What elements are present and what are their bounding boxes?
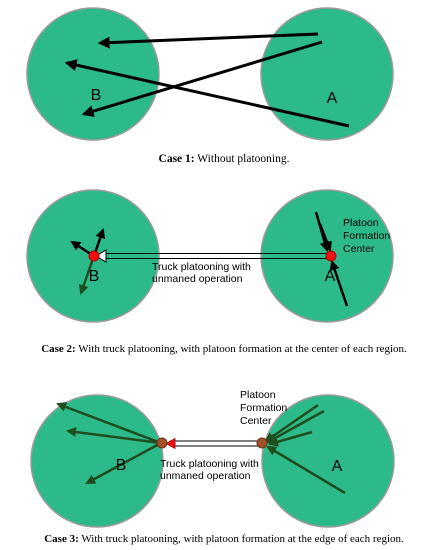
case3-diagram: B A Platoon Formation Center Truck plato… xyxy=(30,389,395,528)
case2-label-b: B xyxy=(89,268,100,285)
case2-diagram: B A Platoon Formation Center Truck plato… xyxy=(26,189,394,323)
case1-caption-title: Case 1: xyxy=(158,153,195,165)
case2-outbound-arrow xyxy=(78,255,96,295)
case3-outbound-arrow xyxy=(56,402,162,445)
case2-caption-text: With truck platooning, with platoon form… xyxy=(75,343,407,355)
case1-route-arrow xyxy=(81,40,323,117)
case3-edge-node-b xyxy=(156,437,168,449)
case3-caption-text: With truck platooning, with platoon form… xyxy=(78,533,404,545)
case1-region-b xyxy=(26,7,160,141)
case3-caption-title: Case 3: xyxy=(44,533,79,545)
case1-diagram: B A xyxy=(26,7,394,141)
case3-outbound-arrow xyxy=(85,441,162,485)
case2-inbound-arrow xyxy=(318,223,332,252)
case3-inbound-arrow xyxy=(266,445,346,495)
case1-caption-text: Without platooning. xyxy=(194,153,290,165)
case2-label-a: A xyxy=(325,268,336,285)
case1-route-arrow xyxy=(97,32,319,49)
case1-label-a: A xyxy=(327,90,338,107)
case3-edge-node-a xyxy=(256,437,268,449)
case1-label-b: B xyxy=(91,87,102,104)
case2-center-node-b xyxy=(88,250,100,262)
case3-platoon-label: Truck platooning with unmaned operation xyxy=(160,458,262,482)
case3-label-b: B xyxy=(116,457,127,474)
case3-outbound-arrow xyxy=(66,427,162,445)
case2-platoon-arrowhead xyxy=(95,249,107,263)
case2-caption-title: Case 2: xyxy=(41,343,76,355)
case2-center-node-a xyxy=(325,250,337,262)
case2-center-label: Platoon Formation Center xyxy=(343,217,393,255)
case3-caption: Case 3: With truck platooning, with plat… xyxy=(0,533,448,545)
case3-region-b xyxy=(30,394,164,528)
case3-inbound-arrow xyxy=(268,430,313,447)
case1-caption: Case 1: Without platooning. xyxy=(0,153,448,165)
case1-route-arrow xyxy=(64,59,350,128)
case2-caption: Case 2: With truck platooning, with plat… xyxy=(0,343,448,355)
case3-label-a: A xyxy=(332,458,343,475)
case3-platoon-arrowhead xyxy=(165,437,176,450)
case3-center-label: Platoon Formation Center xyxy=(240,389,290,427)
case1-region-a xyxy=(260,7,394,141)
case3-inbound-arrow xyxy=(266,409,325,444)
case3-region-a xyxy=(261,394,395,528)
case2-platoon-label: Truck platooning with unmaned operation xyxy=(152,261,254,285)
case2-inbound-arrow xyxy=(329,260,349,307)
